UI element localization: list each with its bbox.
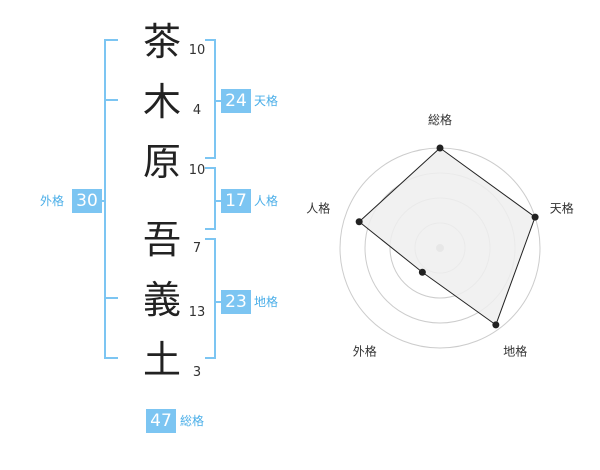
radar-polygon xyxy=(358,147,536,326)
jinkaku-label: 人格 xyxy=(254,194,279,208)
radar-axis-label-4: 外格 xyxy=(353,344,377,359)
soukaku-value-badge: 47 xyxy=(146,409,176,433)
name-char-4: 吾 xyxy=(142,218,181,262)
soukaku-label: 総格 xyxy=(180,414,205,428)
tenkaku-bracket xyxy=(205,39,216,159)
radar-point-3 xyxy=(492,321,500,329)
jinkaku-value-badge: 17 xyxy=(221,189,251,213)
radar-axis-label-5: 人格 xyxy=(306,200,330,215)
stroke-count-6: 3 xyxy=(192,365,202,380)
tenkaku-label: 天格 xyxy=(254,94,279,108)
jinkaku-bracket xyxy=(205,167,216,230)
stroke-count-5: 13 xyxy=(188,305,206,320)
radar-point-4 xyxy=(418,268,426,276)
radar-points xyxy=(355,144,539,329)
name-char-1: 茶 xyxy=(142,20,181,64)
stroke-count-3: 10 xyxy=(188,163,206,178)
gaikaku-label: 外格 xyxy=(40,194,65,208)
bracket-lines xyxy=(92,39,222,359)
chikaku-bracket xyxy=(205,238,216,359)
radar-axis-label-3: 地格 xyxy=(503,344,527,359)
gaikaku-value-badge: 30 xyxy=(72,189,102,213)
radar-axis-label-1: 総格 xyxy=(428,112,452,127)
chikaku-value-badge: 23 xyxy=(221,290,251,314)
stroke-count-4: 7 xyxy=(192,241,202,256)
radar-point-5 xyxy=(355,218,363,226)
gaikaku-bracket xyxy=(104,39,118,359)
radar-axis-label-2: 天格 xyxy=(550,200,574,215)
radar-point-2 xyxy=(531,213,539,221)
stroke-count-1: 10 xyxy=(188,43,206,58)
name-char-3: 原 xyxy=(142,140,181,184)
name-char-6: 土 xyxy=(142,338,181,382)
name-char-5: 義 xyxy=(142,278,181,322)
tenkaku-value-badge: 24 xyxy=(221,89,251,113)
name-char-2: 木 xyxy=(142,80,181,124)
chikaku-label: 地格 xyxy=(254,295,279,309)
stroke-count-2: 4 xyxy=(192,103,202,118)
radar-point-1 xyxy=(436,144,444,152)
